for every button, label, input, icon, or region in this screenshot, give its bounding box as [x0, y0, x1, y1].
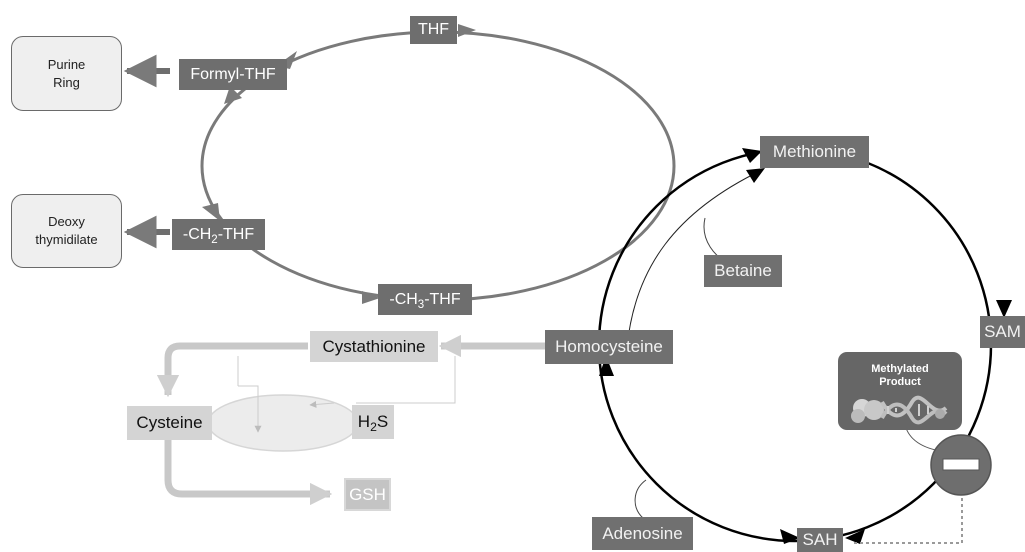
- homocysteine-text: Homocysteine: [555, 337, 663, 356]
- gsh-label: GSH: [344, 478, 391, 511]
- sah-text: SAH: [802, 530, 838, 549]
- cysteine-text: Cysteine: [136, 413, 203, 432]
- ch3-thf-label: -CH3-THF: [378, 284, 472, 315]
- folate-arrow-to-ch2: [202, 203, 220, 221]
- methylated-product-line1: Methylated: [871, 363, 929, 375]
- ch2-suffix: -THF: [217, 225, 255, 243]
- deoxy-thymidilate-box: Deoxy thymidilate: [11, 194, 122, 268]
- ch2-thf-label: -CH2-THF: [172, 219, 265, 250]
- purine-ring-line1: Purine: [47, 56, 86, 72]
- betaine-text: Betaine: [714, 261, 772, 280]
- betaine-arrowhead: [746, 168, 765, 183]
- h2s-to-cystathionine-line: [356, 356, 456, 404]
- ch3-suffix: -THF: [424, 290, 461, 308]
- methionine-arrow-to-sah-left: [780, 529, 800, 544]
- cysteine-label: Cysteine: [127, 406, 212, 440]
- methionine-text: Methionine: [772, 142, 857, 161]
- methionine-arrow-to-methionine: [742, 148, 762, 163]
- thf-label: THF: [410, 16, 457, 44]
- ch2-prefix: -CH: [182, 225, 212, 243]
- h2s-text: H2S: [357, 412, 389, 434]
- h2s-prefix: H: [357, 412, 371, 431]
- h2s-return-arrow: [309, 400, 335, 408]
- formyl-thf-text: Formyl-THF: [190, 65, 276, 83]
- cystathionine-text: Cystathionine: [322, 336, 426, 356]
- ch3-thf-text: -CH3-THF: [389, 290, 461, 311]
- methionine-arrow-to-sam: [996, 300, 1012, 318]
- h2s-label: H2S: [352, 405, 394, 439]
- ch3-prefix: -CH: [389, 290, 418, 308]
- arrow-cysteine-to-gsh: [164, 440, 333, 506]
- folate-arrow-to-thf: [458, 24, 476, 37]
- purine-ring-line2: Ring: [53, 74, 80, 90]
- ch2-subscript: 2: [211, 233, 218, 246]
- h2s-subscript: 2: [370, 420, 377, 434]
- ch3-subscript: 3: [417, 298, 425, 311]
- adenosine-connector: [634, 479, 647, 519]
- methionine-label: Methionine: [760, 136, 869, 168]
- deoxy-thymidilate-line2: thymidilate: [35, 232, 98, 247]
- inhibition-dotted-line: [852, 486, 963, 544]
- formyl-thf-label: Formyl-THF: [179, 59, 287, 90]
- methionine-arrow-to-sah: [845, 529, 865, 544]
- cystathionine-label: Cystathionine: [310, 331, 438, 362]
- adenosine-label: Adenosine: [592, 517, 693, 550]
- methylated-product-box: Methylated Product: [838, 352, 962, 430]
- betaine-path: [626, 169, 763, 348]
- methionine-arrow-to-homocysteine: [599, 356, 614, 376]
- minus-circle-icon: [930, 434, 992, 496]
- folate-arrow-to-ch3: [362, 291, 380, 304]
- h2s-cycle-ellipse: [207, 394, 359, 452]
- arrow-cystathionine-to-cysteine: [156, 342, 308, 398]
- sam-text: SAM: [984, 322, 1021, 341]
- purine-ring-box: Purine Ring: [11, 36, 122, 111]
- dna-helix-icon: [851, 395, 948, 425]
- h2s-suffix: S: [376, 412, 389, 431]
- methylated-product-line2: Product: [879, 376, 921, 388]
- sam-label: SAM: [980, 316, 1025, 348]
- deoxy-thymidilate-line1: Deoxy: [48, 214, 85, 229]
- folate-arrow-up-left: [224, 86, 242, 104]
- betaine-label: Betaine: [704, 255, 782, 287]
- adenosine-text: Adenosine: [602, 523, 683, 543]
- thf-text: THF: [417, 21, 450, 38]
- sah-label: SAH: [797, 528, 843, 552]
- ch2-thf-text: -CH2-THF: [182, 225, 255, 246]
- gsh-text: GSH: [349, 484, 386, 504]
- homocysteine-label: Homocysteine: [545, 330, 673, 364]
- cystathionine-to-ellipse-line: [238, 385, 262, 433]
